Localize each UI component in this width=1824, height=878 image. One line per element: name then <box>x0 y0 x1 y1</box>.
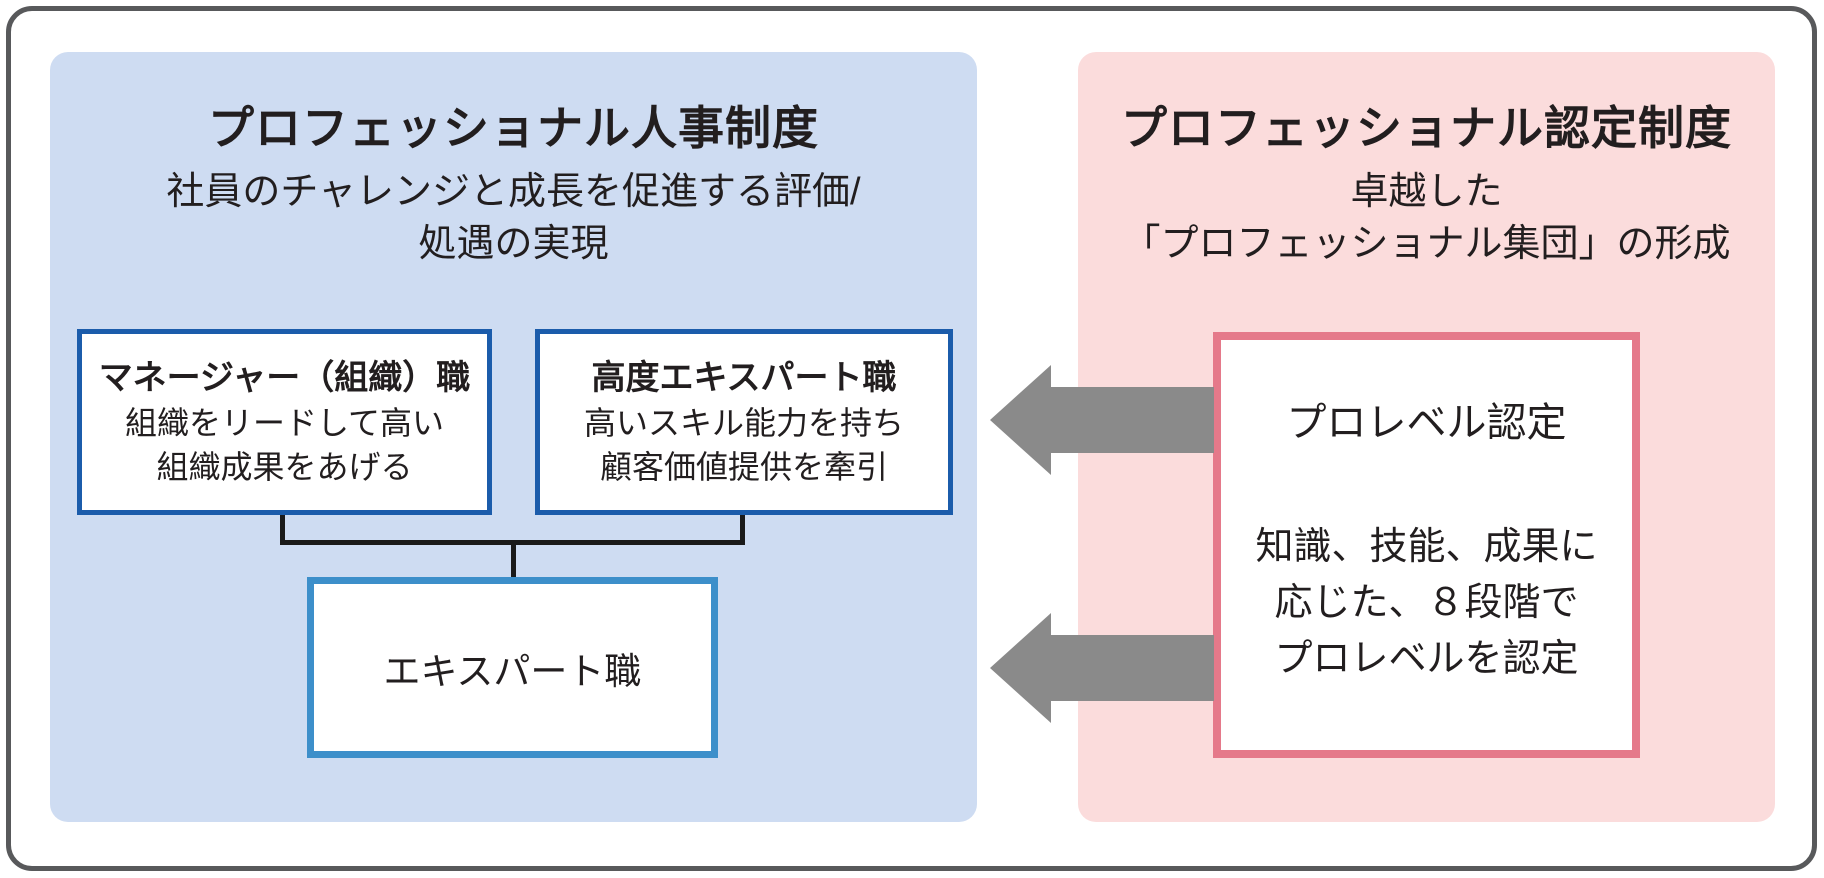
manager-role-body-line2: 組織成果をあげる <box>156 449 413 485</box>
certification-subtitle-line2: 「プロフェッショナル集団」の形成 <box>1122 223 1731 265</box>
pro-level-body-line2: 応じた、８段階で <box>1274 582 1579 624</box>
pro-level-certification-title: プロレベル認定 <box>1286 401 1567 445</box>
certification-system-subtitle: 卓越した 「プロフェッショナル集団」の形成 <box>1078 166 1775 270</box>
hr-system-subtitle-line2: 処遇の実現 <box>418 223 609 265</box>
hr-system-subtitle-line1: 社員のチャレンジと成長を促進する評価/ <box>166 171 861 213</box>
certification-subtitle-line1: 卓越した <box>1350 171 1503 213</box>
certification-system-title: プロフェッショナル認定制度 <box>1121 102 1732 154</box>
advanced-expert-role-box: 高度エキスパート職 高いスキル能力を持ち 顧客価値提供を牽引 <box>535 329 953 515</box>
connector-line-center-vertical <box>511 540 516 577</box>
expert-role-box: エキスパート職 <box>307 577 718 758</box>
advanced-expert-body-line1: 高いスキル能力を持ち <box>583 405 904 441</box>
left-arrow-bottom-icon <box>990 613 1214 723</box>
manager-role-body-line1: 組織をリードして高い <box>124 405 445 441</box>
expert-role-title: エキスパート職 <box>383 650 642 692</box>
connector-line-right-vertical <box>740 515 745 545</box>
pro-level-certification-body: 知識、技能、成果に 応じた、８段階で プロレベルを認定 <box>1255 519 1597 687</box>
pro-level-certification-box: プロレベル認定 知識、技能、成果に 応じた、８段階で プロレベルを認定 <box>1213 332 1640 758</box>
pro-level-body-line3: プロレベルを認定 <box>1274 638 1579 680</box>
hr-system-title: プロフェッショナル人事制度 <box>208 102 819 154</box>
advanced-expert-title: 高度エキスパート職 <box>591 359 897 397</box>
left-arrow-top-icon <box>990 365 1214 475</box>
connector-line-left-vertical <box>280 515 285 545</box>
pro-level-body-line1: 知識、技能、成果に <box>1255 526 1598 568</box>
manager-role-title: マネージャー（組織）職 <box>98 359 471 397</box>
hr-system-subtitle: 社員のチャレンジと成長を促進する評価/ 処遇の実現 <box>50 166 977 270</box>
manager-role-box: マネージャー（組織）職 組織をリードして高い 組織成果をあげる <box>77 329 492 515</box>
advanced-expert-body-line2: 顧客価値提供を牽引 <box>599 449 888 485</box>
